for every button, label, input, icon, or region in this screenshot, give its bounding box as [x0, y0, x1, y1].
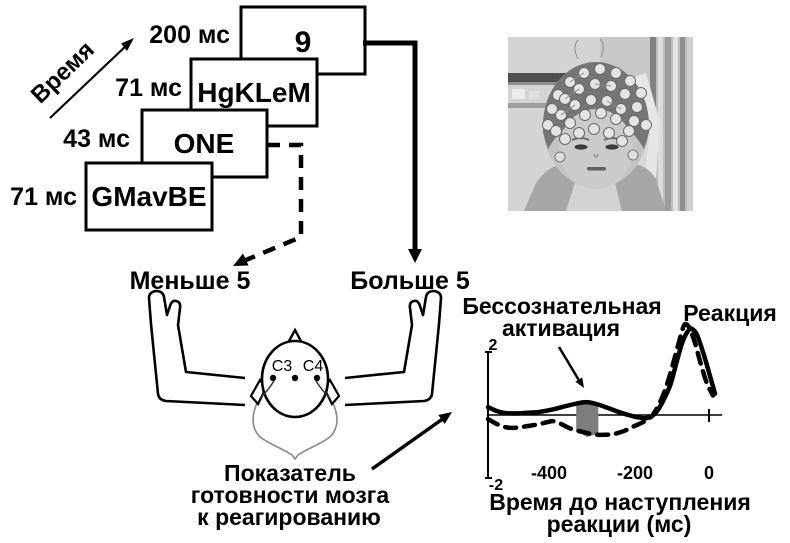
duration-label-2: 43 мс: [63, 125, 130, 153]
photo-collar: [566, 179, 622, 211]
neck-outline: [252, 402, 338, 461]
stimulus-target-text: 9: [295, 26, 312, 59]
photo-nose: [593, 153, 599, 158]
photo-mouth: [587, 167, 606, 171]
stimulus-prime-text: ONE: [174, 128, 235, 159]
photo-paper-2: [529, 91, 539, 99]
photo-paper-1: [512, 89, 525, 99]
time-axis-label: Время: [26, 36, 100, 109]
duration-label-1: 71 мс: [115, 74, 182, 102]
eeg-cap-photo: [508, 37, 693, 211]
response-more-label: Больше 5: [350, 267, 470, 295]
photo-curtain-stripe-5: [680, 37, 685, 211]
photo-window-ledge: [508, 82, 570, 85]
photo-electrode-dots: [542, 63, 652, 147]
c4-electrode-dot: [313, 374, 321, 382]
photo-electrode-wires: [560, 38, 622, 116]
prime-response-connector: [245, 142, 304, 263]
caption-line-3: к реагированию: [197, 504, 381, 530]
solid-curve: [485, 326, 718, 421]
up-right-arrowhead-icon: [438, 412, 452, 424]
response-less-label: Меньше 5: [130, 267, 251, 295]
readiness-potential-chart: 2 -2 -400 -200 0 Время до наступления ре…: [462, 293, 776, 537]
time-arrowhead-icon: [121, 38, 134, 51]
cz-electrode-dot: [291, 374, 299, 382]
photo-left-eye: [574, 144, 588, 150]
stimulus-mask1-text: GMavBE: [91, 181, 206, 212]
electrode-label-c4: C4: [303, 358, 324, 375]
reaction-label: Реакция: [683, 300, 777, 326]
electrode-label-c3: C3: [272, 358, 293, 375]
photo-right-eye: [605, 144, 619, 150]
photo-cheek-electrode-left: [554, 151, 566, 163]
target-response-connector: [363, 40, 418, 250]
stimulus-sequence: Время 9 200 мс HgKLeM 71 мс ONE 43 мс GM…: [10, 5, 422, 266]
photo-cheek-electrode-right: [627, 149, 639, 161]
unconscious-activation-band: [576, 403, 599, 437]
xtick-zero: 0: [704, 463, 714, 483]
caption-to-chart-arrow: [370, 416, 446, 471]
photo-curtain-stripe-2: [658, 37, 663, 211]
photo-shelf-line: [508, 103, 564, 108]
photo-curtain-stripe-4: [673, 37, 678, 211]
duration-label-0: 200 мс: [149, 21, 230, 49]
xtick-minus400: -400: [531, 463, 567, 483]
annotation-arrow: [557, 346, 582, 383]
photo-window-bar: [508, 73, 576, 82]
right-arm-hand: [344, 289, 443, 407]
down-arrowhead-icon: [408, 249, 422, 263]
caption-line-2: готовности мозга: [191, 482, 390, 508]
unconscious-activation-label-line-2: активация: [502, 315, 620, 341]
annotation-arrowhead-icon: [575, 377, 584, 388]
caption-line-1: Показатель: [224, 460, 356, 486]
duration-label-3: 71 мс: [10, 183, 77, 211]
stimulus-frame-mask1: [84, 161, 214, 232]
diagonal-arrowhead-icon: [233, 253, 249, 266]
x-axis-label-line-2: реакции (мс): [547, 511, 692, 537]
ytick-bottom: -2: [489, 477, 503, 494]
body-diagram: C3 C4: [147, 289, 443, 461]
stimulus-mask2-text: HgKLeM: [197, 77, 311, 108]
x-axis-label-line-1: Время до наступления: [489, 489, 751, 515]
photo-curtain-stripe-6: [687, 37, 693, 211]
unconscious-activation-label-line-1: Бессознательная: [462, 293, 661, 319]
c3-electrode-dot: [269, 374, 277, 382]
c3-wire: [259, 380, 275, 399]
ytick-top: 2: [489, 337, 498, 354]
left-arm-hand: [147, 289, 246, 407]
photo-curtain-stripe-3: [665, 37, 671, 211]
xtick-minus200: -200: [617, 463, 653, 483]
c4-wire: [315, 380, 331, 399]
readiness-caption: Показатель готовности мозга к реагирован…: [191, 412, 452, 530]
dashed-curve: [485, 321, 716, 438]
nose-icon: [286, 327, 304, 344]
